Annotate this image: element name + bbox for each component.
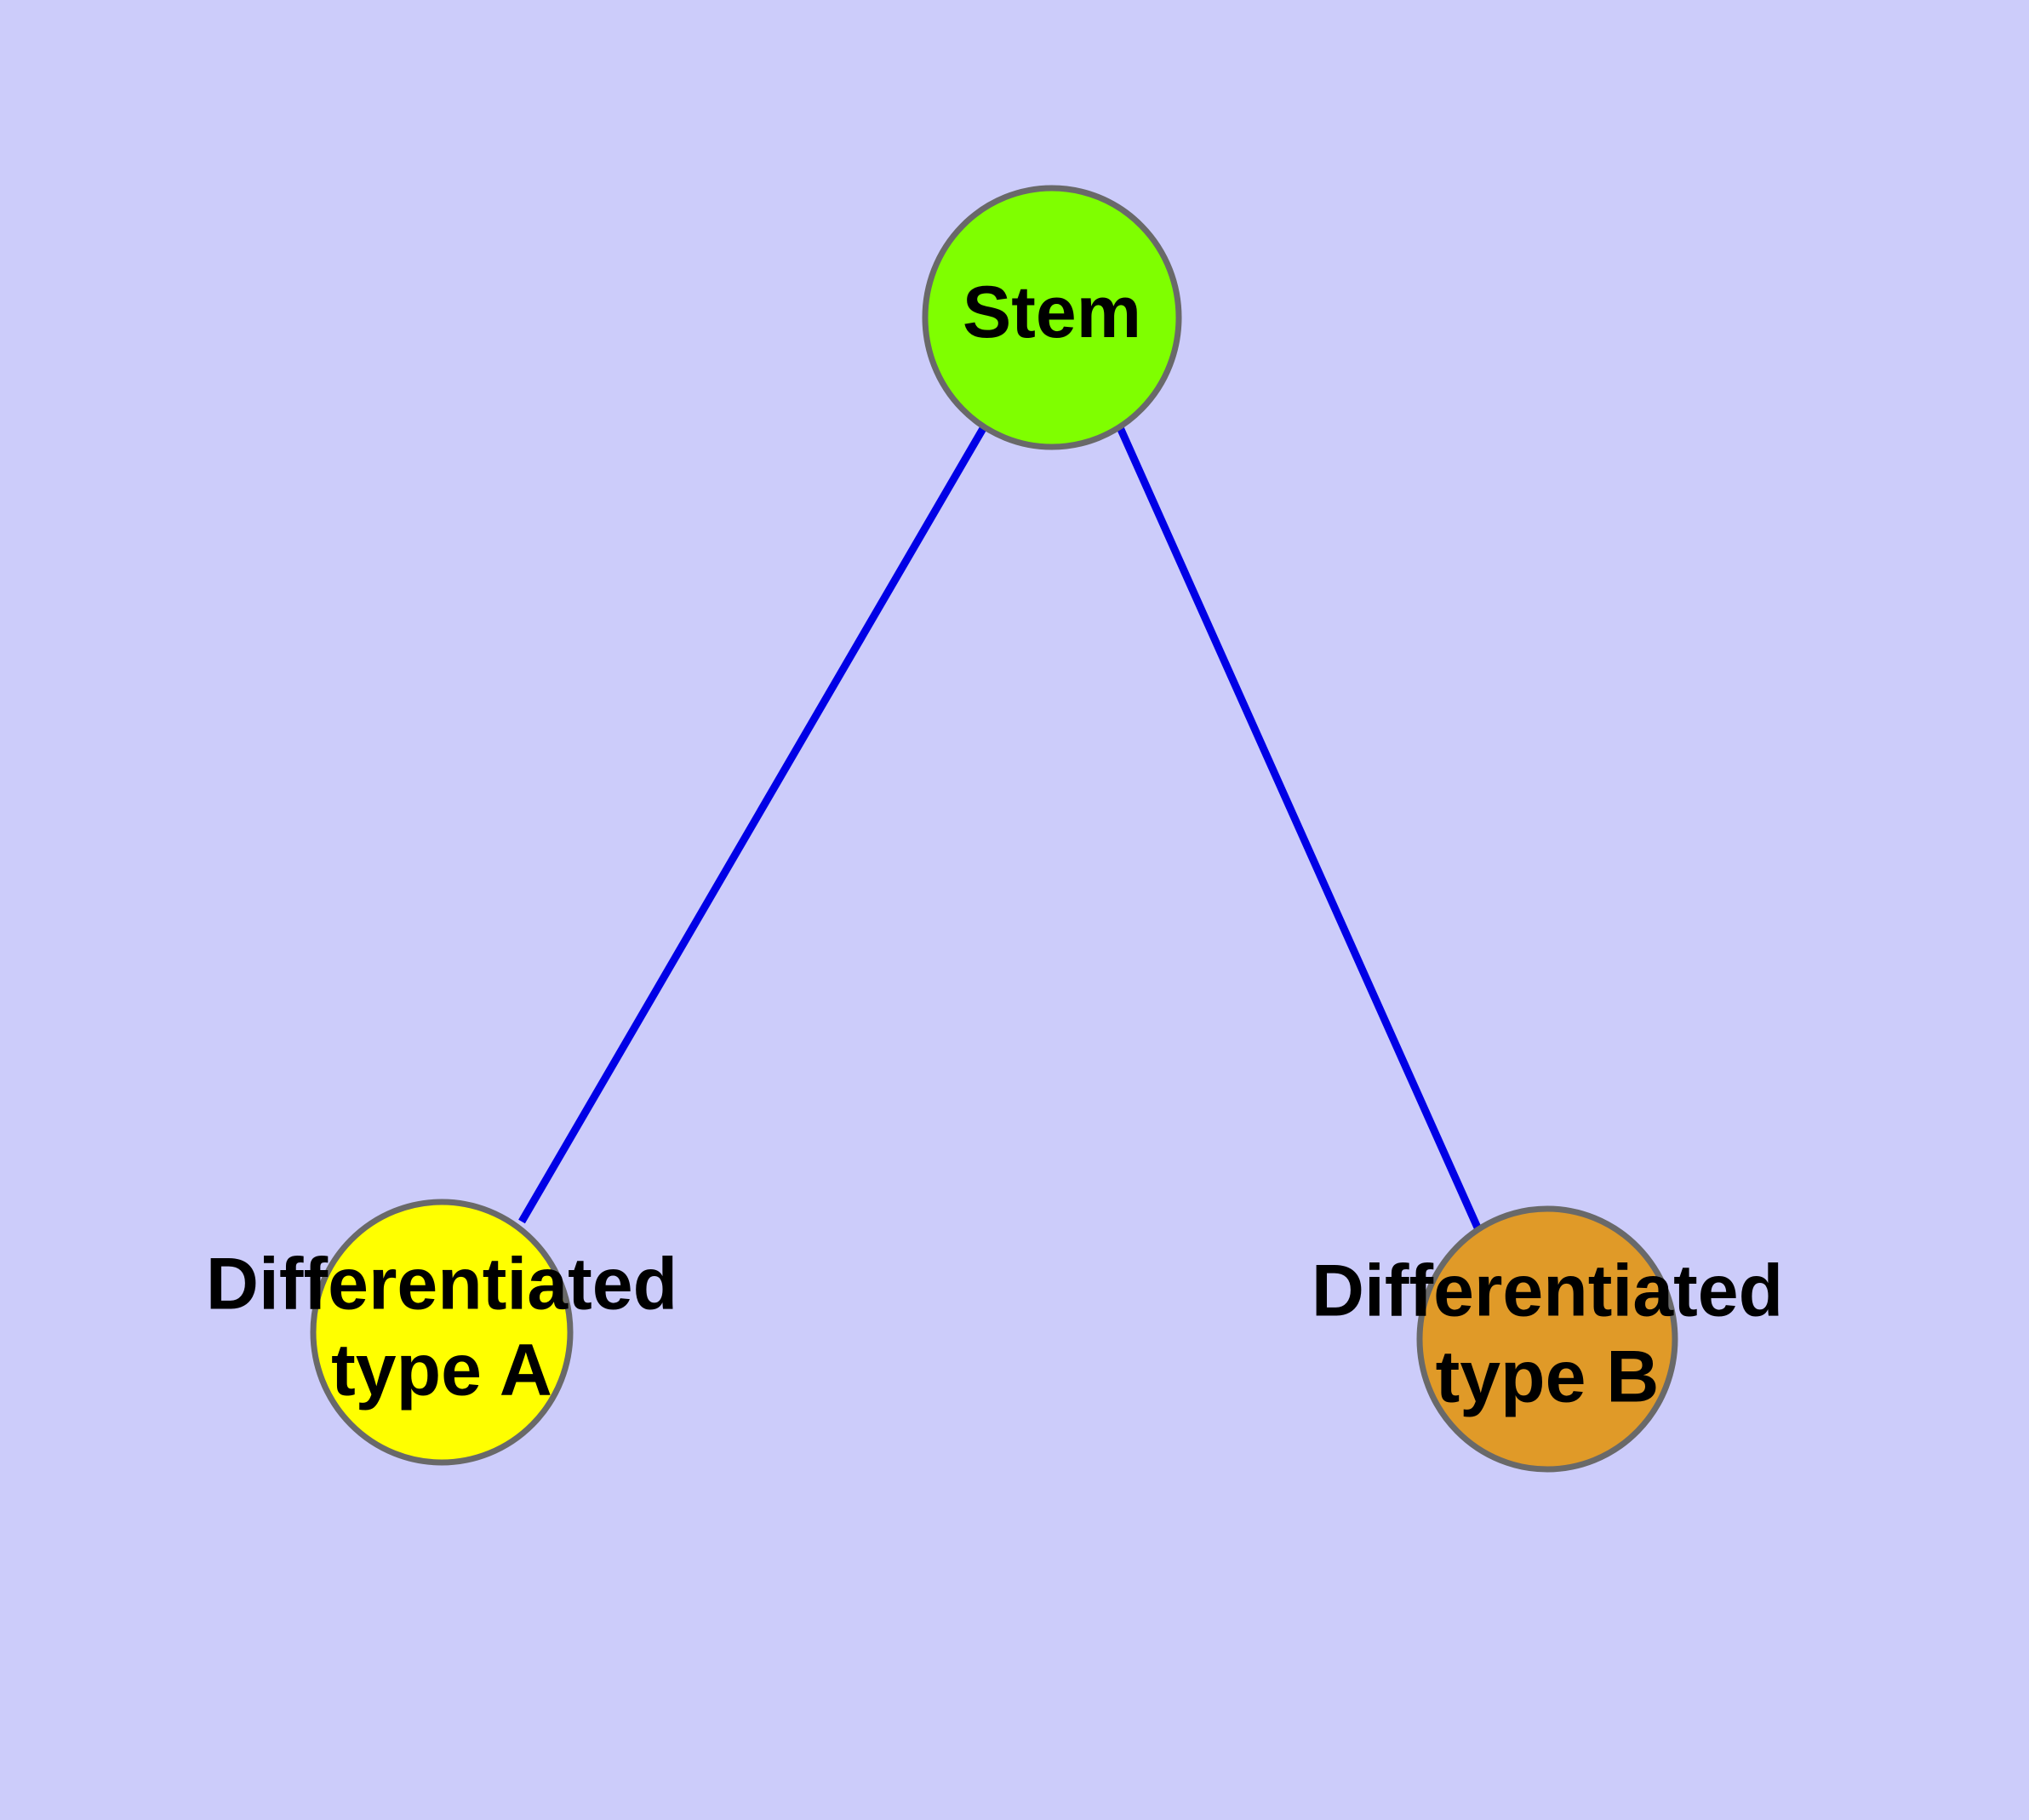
node-label-line: Differentiated: [206, 1243, 677, 1325]
node-stem[interactable]: Stem: [922, 185, 1182, 450]
edge-stem-to-diff-b[interactable]: [1115, 424, 1482, 1229]
node-shape-diff_b[interactable]: [1416, 1205, 1678, 1473]
node-label-line: Differentiated: [1312, 1250, 1783, 1331]
node-shape-stem[interactable]: [922, 185, 1182, 450]
node-label-line: type B: [1436, 1336, 1660, 1417]
edges-layer: [518, 423, 1482, 1229]
edge-stem-to-diff-a[interactable]: [518, 423, 988, 1224]
node-label-stem: Stem: [963, 272, 1141, 353]
node-shape-diff_a[interactable]: [310, 1199, 574, 1466]
node-label-line: type A: [331, 1329, 552, 1411]
node-label-line: Stem: [963, 272, 1141, 353]
